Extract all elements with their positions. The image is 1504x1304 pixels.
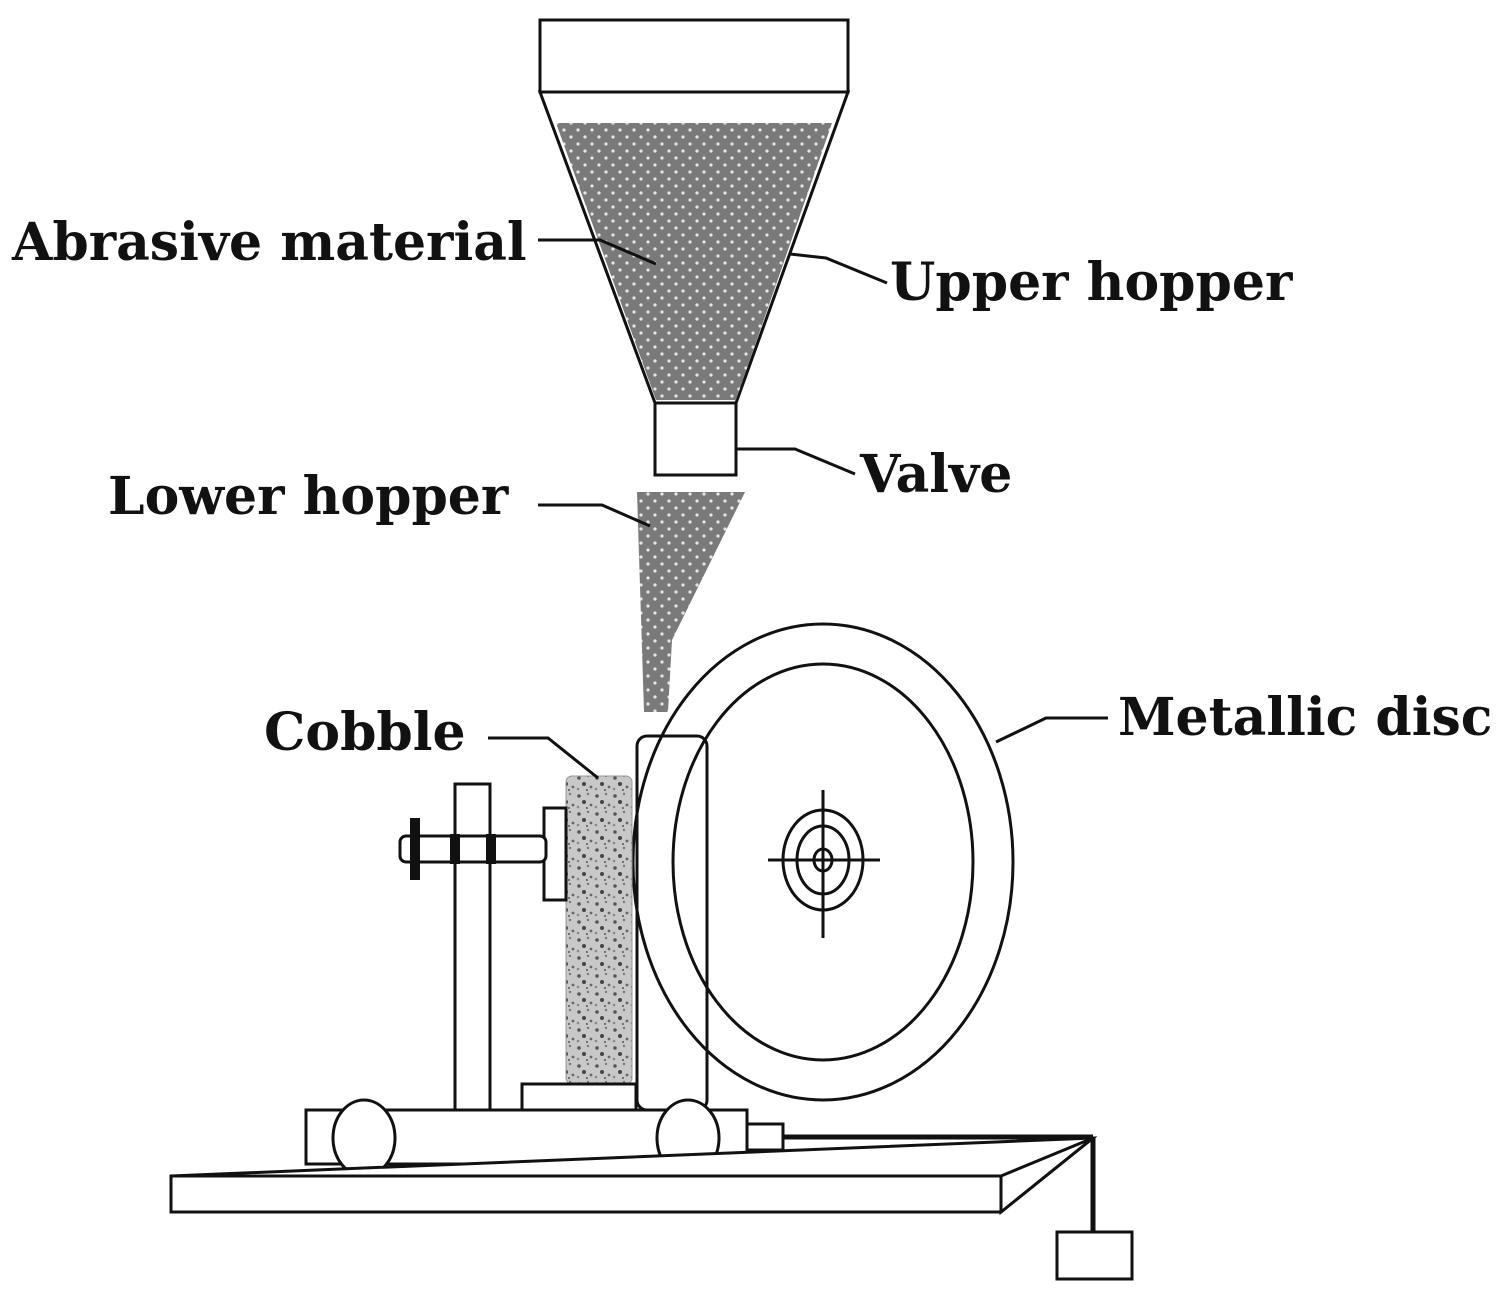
wheel-left [331,1098,397,1178]
carriage-connector [745,1122,785,1152]
label-metallic-disc: Metallic disc [1118,687,1492,748]
leader-lower-hopper [538,503,651,528]
metallic-disc [631,622,1015,1102]
leader-abrasive-material [538,238,657,266]
abrasive-material-fill [556,123,832,400]
clamp-collar-right [486,834,496,864]
sample-base-plate [520,1082,638,1112]
label-cobble: Cobble [264,702,466,763]
vertical-post [453,782,492,1112]
clamp-collar-left [450,834,460,864]
table-top-edge [999,1136,1094,1216]
leader-cobble [488,736,599,780]
disc-inner-rim [671,662,975,1062]
leader-metallic-disc [995,716,1108,744]
upper-hopper-top-box [538,18,850,94]
clamp-knob [410,818,420,880]
counter-weight [1055,1230,1134,1281]
leader-lines [488,238,1108,780]
clamp-rod [398,834,548,864]
label-valve: Valve [859,444,1012,505]
label-abrasive-material: Abrasive material [11,212,527,273]
cobble-sample [565,775,633,1085]
leader-upper-hopper [789,252,888,285]
upper-hopper [537,18,851,405]
lower-hopper-stream [637,492,745,712]
label-lower-hopper: Lower hopper [108,466,509,527]
label-upper-hopper: Upper hopper [890,252,1293,313]
leader-valve [736,447,856,476]
valve-box [653,401,738,477]
disc-guard-bracket [635,734,709,1112]
disc-outer-rim [631,622,1015,1102]
